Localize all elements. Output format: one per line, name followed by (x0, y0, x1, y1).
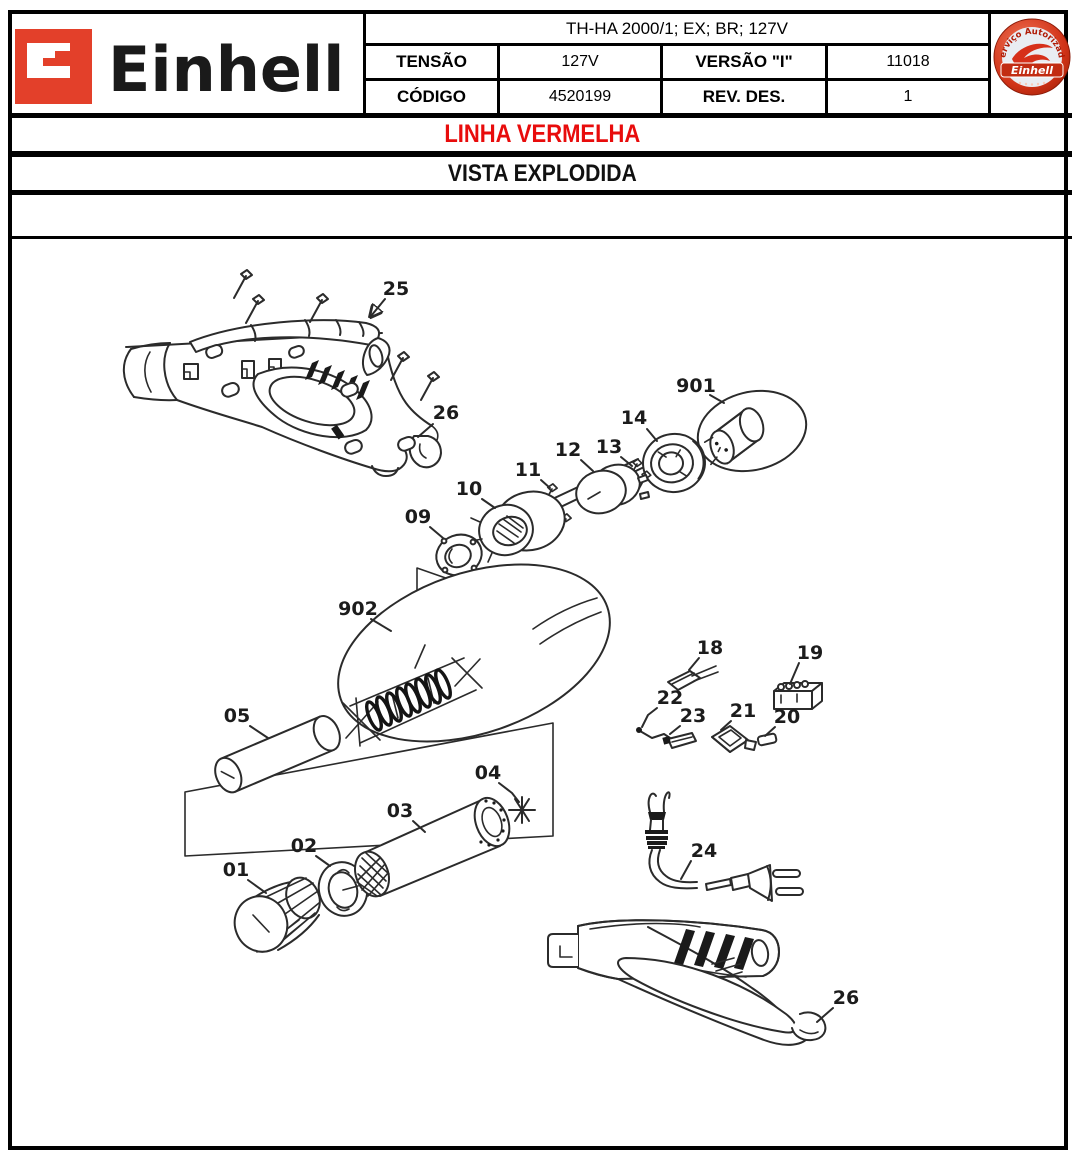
part-24-power-cord (645, 791, 804, 902)
part-25-upper-housing-shell (122, 269, 442, 477)
part-04-clip (508, 796, 536, 824)
leader-03 (412, 820, 426, 833)
red-line-text: LINHA VERMELHA (444, 120, 640, 148)
part-label-03: 03 (387, 800, 413, 822)
leader-19 (789, 662, 800, 685)
field-label-versao: VERSÃO "I" (695, 52, 793, 71)
leader-01 (247, 879, 267, 894)
service-badge: Serviço Autorizado Einhell (992, 17, 1071, 96)
field-value-revdes: 1 (903, 88, 913, 105)
part-19-terminal-block (773, 680, 823, 710)
leader-11 (540, 479, 551, 489)
divider (12, 151, 1072, 157)
badge-brand-text: Einhell (1011, 64, 1053, 77)
part-label-01: 01 (223, 859, 249, 881)
divider (12, 236, 1072, 239)
leader-902 (370, 618, 392, 632)
leader-18 (688, 657, 700, 671)
part-18-mica-plate (667, 665, 719, 691)
leader-901 (709, 394, 725, 404)
leader-22 (641, 707, 658, 728)
part-label-26-top: 26 (433, 402, 459, 424)
leader-13 (620, 456, 633, 467)
brand-wordmark: Einhell (108, 33, 344, 105)
leader-09 (429, 526, 444, 539)
part-label-10: 10 (456, 478, 482, 500)
divider (12, 113, 1072, 118)
part-14-flywheel (642, 432, 706, 494)
part-09-bearing-ring (435, 533, 483, 577)
part-901-motor-balloon (696, 389, 808, 473)
part-label-05: 05 (224, 705, 250, 727)
part-label-09: 09 (405, 506, 431, 528)
part-label-24: 24 (691, 840, 717, 862)
part-label-23: 23 (680, 705, 706, 727)
part-label-20: 20 (774, 706, 800, 728)
divider (12, 190, 1072, 195)
part-label-13: 13 (596, 436, 622, 458)
leader-25 (371, 298, 386, 316)
leader-10 (481, 498, 496, 509)
view-title-text: VISTA EXPLODIDA (447, 159, 637, 187)
leader-26-top (417, 423, 434, 438)
field-label-tensao: TENSÃO (396, 52, 467, 71)
part-03-heat-tube (354, 796, 511, 898)
model-title: TH-HA 2000/1; EX; BR; 127V (565, 18, 789, 38)
part-label-19: 19 (797, 642, 823, 664)
part-12-fan (575, 463, 650, 515)
part-label-21: 21 (730, 700, 756, 722)
part-label-11: 11 (515, 459, 541, 481)
page-border (8, 10, 1068, 1150)
leader-26-bottom (816, 1007, 834, 1023)
view-title-banner: VISTA EXPLODIDA (12, 157, 1072, 190)
field-value-codigo: 4520199 (548, 88, 612, 105)
part-label-18: 18 (697, 637, 723, 659)
part-label-14: 14 (621, 407, 647, 429)
part-label-25: 25 (383, 278, 409, 300)
part-10-fan-housing (470, 490, 566, 563)
part-01-nozzle-cap (233, 876, 321, 953)
part-label-02: 02 (291, 835, 317, 857)
badge-banner (1000, 62, 1064, 78)
grid-line (363, 43, 988, 46)
einhell-logo: Einhell (15, 29, 344, 105)
leader-12 (580, 459, 594, 472)
grid-line (363, 14, 366, 113)
part-23-terminal (662, 732, 697, 749)
leader-04 (498, 782, 520, 803)
grid-line (363, 78, 988, 81)
badge-dots (1018, 81, 1046, 86)
red-line-banner: LINHA VERMELHA (12, 118, 1072, 151)
grid-line (988, 14, 991, 113)
part-label-22: 22 (657, 687, 683, 709)
field-label-revdes: REV. DES. (702, 87, 786, 106)
part-05-air-tube (214, 715, 341, 794)
part-26-lower-housing-shell (547, 919, 827, 1046)
leader-24 (680, 860, 692, 880)
part-label-901: 901 (676, 375, 716, 397)
logo-glyph-step (55, 51, 71, 59)
part-label-04: 04 (475, 762, 501, 784)
part-902-heating-element-balloon (337, 563, 611, 747)
leader-05 (249, 725, 269, 739)
logo-glyph-notch (43, 58, 71, 66)
leader-20 (764, 726, 776, 737)
field-label-codigo: CÓDIGO (397, 87, 466, 106)
part-label-26-bottom: 26 (833, 987, 859, 1009)
leader-02 (315, 855, 331, 867)
leader-14 (646, 428, 658, 442)
part-label-902: 902 (338, 598, 378, 620)
field-value-versao: 11018 (886, 53, 930, 70)
mounting-plane (184, 722, 554, 857)
leader-23 (669, 725, 681, 735)
leader-21 (720, 720, 732, 731)
part-label-12: 12 (555, 439, 581, 461)
field-value-tensao: 127V (561, 53, 599, 70)
part-21-switch (711, 725, 757, 753)
